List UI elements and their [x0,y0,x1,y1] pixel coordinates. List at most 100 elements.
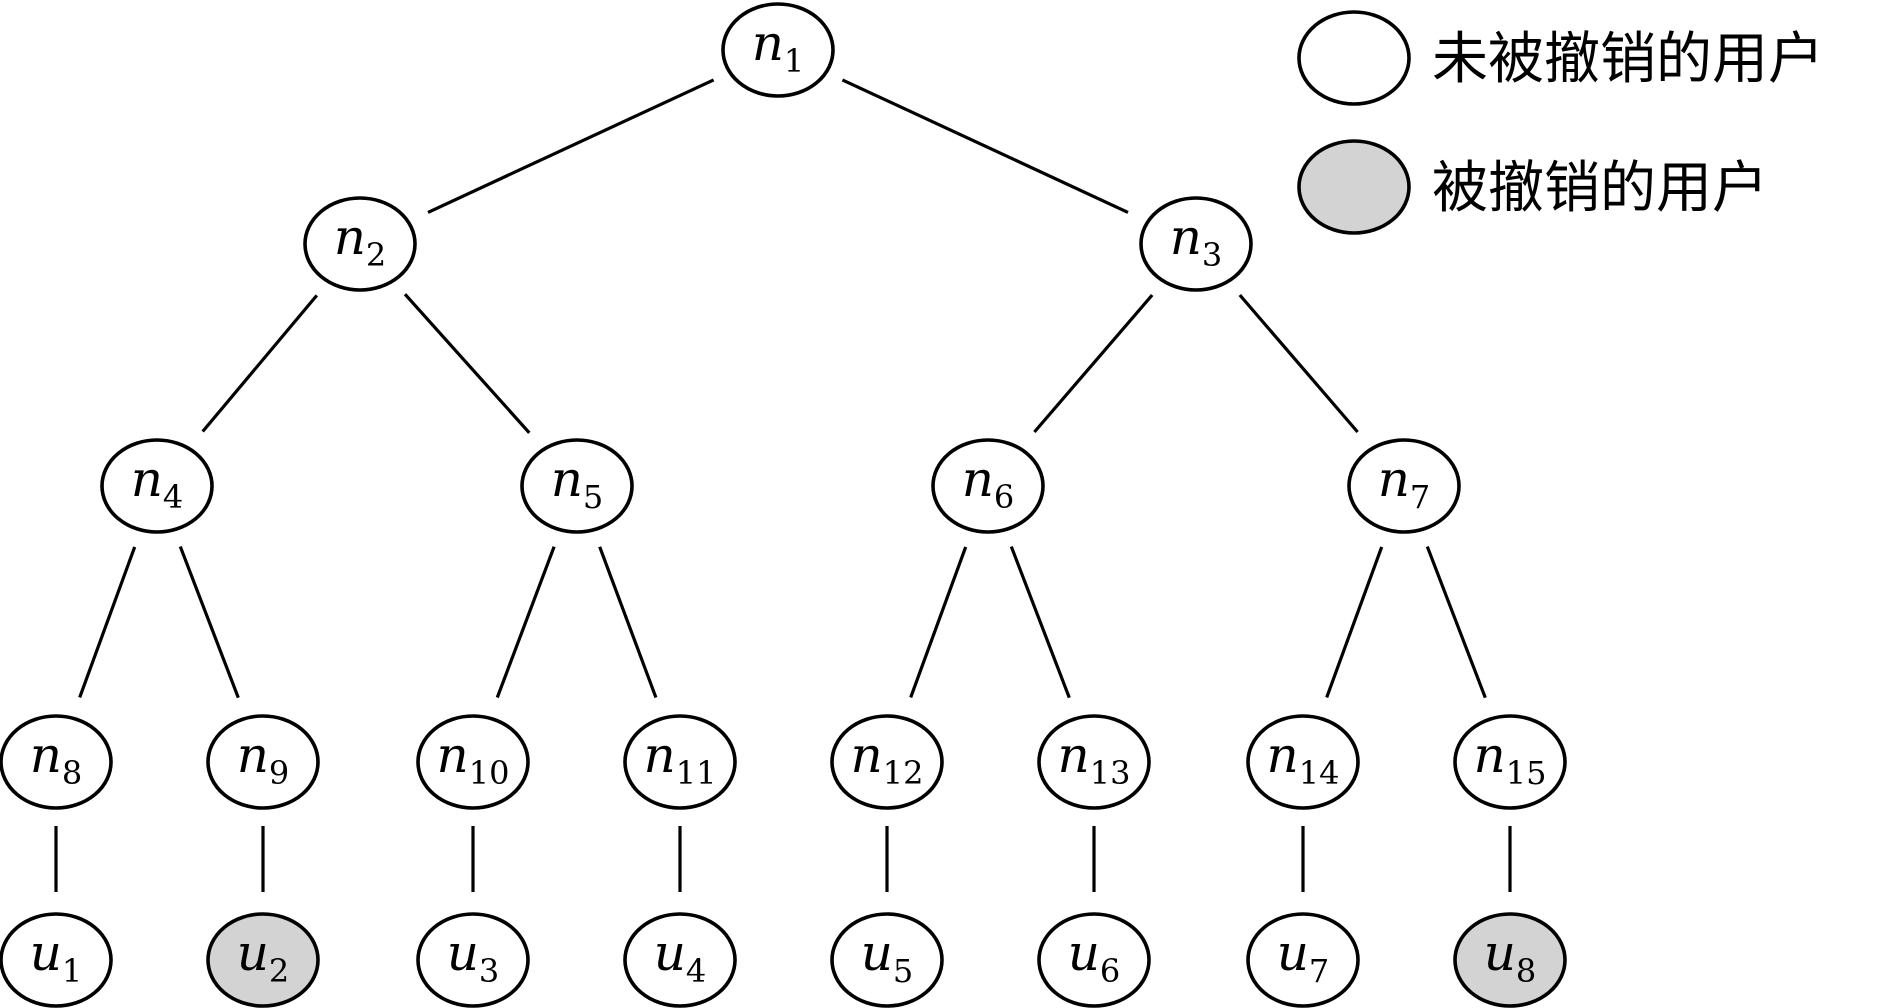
node-label-n13: n13 [1058,726,1131,792]
node-label-sub: 14 [1299,754,1340,792]
node-circle-u6 [1037,912,1151,1008]
tree-node-u8: u8 [1453,912,1567,1008]
node-label-var: n [1058,726,1090,784]
node-label-var: n [752,14,784,72]
node-circle-n9 [206,714,320,810]
edge-n7-n15 [1425,546,1487,699]
node-circle-u3 [416,912,530,1008]
edge-n3-n6 [1033,293,1154,434]
node-label-u1: u1 [30,924,83,990]
legend-label-revoked: 被撤销的用户 [1432,156,1768,221]
tree-node-n9: n9 [206,714,320,810]
tree-node-n14: n14 [1246,714,1360,810]
node-label-sub: 5 [583,478,603,516]
legend-swatch-not-revoked [1297,10,1411,106]
node-label-u2: u2 [237,924,290,990]
node-circle-u4 [623,912,737,1008]
node-circle-n4 [100,438,214,534]
node-label-var: u [1484,924,1516,982]
legend-item-revoked: 被撤销的用户 [1297,139,1768,235]
node-label-u8: u8 [1484,924,1537,990]
node-label-sub: 3 [479,952,499,990]
node-label-n5: n5 [551,450,604,516]
node-label-n6: n6 [962,450,1015,516]
edge-n4-n9 [178,546,240,699]
node-label-var: n [851,726,883,784]
node-label-var: n [334,208,366,266]
edge-n2-n4 [201,294,319,433]
edge-n5-n11 [598,546,658,699]
node-label-sub: 5 [893,952,913,990]
tree-node-u2: u2 [206,912,320,1008]
node-label-var: n [1267,726,1299,784]
tree-node-u1: u1 [0,912,113,1008]
edge-n1-n2 [427,78,715,214]
node-label-sub: 12 [883,754,924,792]
node-label-n12: n12 [851,726,924,792]
tree-node-n1: n1 [721,2,835,98]
node-label-var: u [447,924,479,982]
node-label-var: u [30,924,62,982]
tree-node-n7: n7 [1347,438,1461,534]
node-label-n2: n2 [334,208,387,274]
node-circle-n8 [0,714,113,810]
node-label-n9: n9 [237,726,290,792]
node-label-sub: 9 [269,754,289,792]
node-label-n11: n11 [644,726,717,792]
node-label-var: n [131,450,163,508]
tree-node-n10: n10 [416,714,530,810]
node-label-u3: u3 [447,924,500,990]
node-label-sub: 8 [1516,952,1536,990]
tree-node-n4: n4 [100,438,214,534]
tree-node-u6: u6 [1037,912,1151,1008]
node-label-sub: 4 [686,952,706,990]
node-circle-u7 [1246,912,1360,1008]
node-circle-n1 [721,2,835,98]
edge-n7-n14 [1325,546,1384,698]
node-circle-n11 [623,714,737,810]
node-circle-n10 [416,714,530,810]
tree-node-n8: n8 [0,714,113,810]
node-label-n1: n1 [752,14,805,80]
legend-swatch-revoked [1297,139,1411,235]
node-label-sub: 2 [366,236,386,274]
node-label-n14: n14 [1267,726,1340,792]
tree-node-n13: n13 [1037,714,1151,810]
node-label-var: n [962,450,994,508]
node-circle-n13 [1037,714,1151,810]
tree-node-n3: n3 [1139,196,1253,292]
node-label-var: n [551,450,583,508]
node-label-n10: n10 [437,726,510,792]
revoked-node-circle-u8 [1453,912,1567,1008]
node-label-var: n [437,726,469,784]
tree-node-u5: u5 [830,912,944,1008]
node-label-sub: 13 [1090,754,1131,792]
node-label-u5: u5 [861,924,914,990]
node-label-sub: 15 [1506,754,1547,792]
node-label-sub: 7 [1410,478,1430,516]
node-label-u4: u4 [654,924,707,990]
node-circle-u1 [0,912,113,1008]
node-label-sub: 6 [994,478,1014,516]
node-label-u6: u6 [1068,924,1121,990]
tree-node-u7: u7 [1246,912,1360,1008]
node-label-n3: n3 [1170,208,1223,274]
node-circle-n15 [1453,714,1567,810]
legend: 未被撤销的用户 被撤销的用户 [1297,10,1824,235]
node-label-n4: n4 [131,450,184,516]
node-circle-n12 [830,714,944,810]
tree-node-u4: u4 [623,912,737,1008]
tree-node-n11: n11 [623,714,737,810]
node-label-var: n [1378,450,1410,508]
node-label-sub: 7 [1309,952,1329,990]
tree-node-n6: n6 [931,438,1045,534]
tree-node-u3: u3 [416,912,530,1008]
node-label-var: u [1277,924,1309,982]
legend-label-not-revoked: 未被撤销的用户 [1432,27,1824,92]
edge-n4-n8 [78,546,137,698]
legend-item-not-revoked: 未被撤销的用户 [1297,10,1824,106]
node-label-var: n [1474,726,1506,784]
node-circle-n7 [1347,438,1461,534]
edge-n6-n13 [1009,546,1071,699]
